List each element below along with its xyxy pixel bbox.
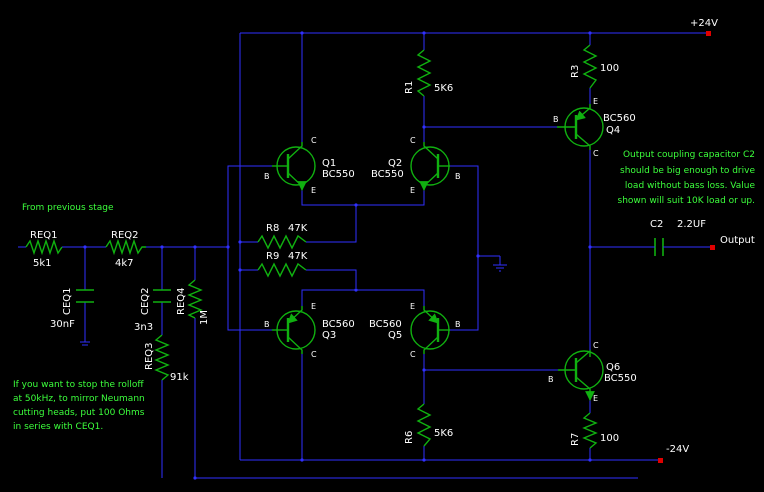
- resistor-value-req2: 4k7: [115, 258, 134, 269]
- pin-label-q3-emitter: E: [311, 302, 316, 311]
- capacitor-value-c2: 2.2UF: [677, 219, 706, 230]
- pin-label-q4-collector: C: [593, 149, 599, 158]
- resistor-r6: [416, 403, 432, 447]
- transistor-ref-q1: Q1: [322, 158, 336, 169]
- resistor-value-r9: 47K: [288, 251, 308, 262]
- pin-label-q6-base: B: [548, 375, 554, 384]
- resistor-r3: [582, 44, 598, 89]
- transistor-part-q2: BC550: [371, 169, 404, 180]
- resistor-r7: [582, 412, 598, 449]
- transistor-ref-q5: Q5: [388, 330, 402, 341]
- coupling-note-line-1: Output coupling capacitor C2: [623, 150, 755, 160]
- transistor-part-q4: BC560: [603, 113, 636, 124]
- transistor-q4: [557, 104, 604, 150]
- transistor-ref-q6: Q6: [606, 362, 620, 373]
- transistor-part-q5: BC560: [369, 319, 402, 330]
- resistor-r8: [257, 234, 307, 250]
- capacitor-ref-ceq1: CEQ1: [62, 287, 73, 315]
- pin-label-q4-emitter: E: [593, 97, 598, 106]
- pin-label-q3-collector: C: [311, 350, 317, 359]
- transistor-ref-q2: Q2: [388, 158, 402, 169]
- pin-label-q5-base: B: [455, 320, 461, 329]
- wiring: [18, 32, 712, 479]
- output-label: Output: [720, 235, 755, 246]
- resistor-value-req1: 5k1: [33, 258, 52, 269]
- resistor-r1: [416, 49, 432, 97]
- coupling-note-line-2: should be big enough to drive: [620, 166, 755, 176]
- pin-label-q5-collector: C: [410, 350, 416, 359]
- resistor-value-req4: 1M: [199, 310, 210, 325]
- resistor-req1: [25, 238, 63, 256]
- rolloff-note-line-1: If you want to stop the rolloff: [13, 380, 144, 390]
- pin-label-q2-collector: C: [410, 136, 416, 145]
- rolloff-note-line-3: cutting heads, put 100 Ohms: [13, 408, 145, 418]
- supply-node-positive: [706, 31, 711, 36]
- resistor-req2: [105, 238, 146, 256]
- coupling-note-line-4: shown will suit 10K load or up.: [618, 196, 756, 206]
- output-node: [710, 245, 715, 250]
- transistor-q1: [272, 142, 316, 191]
- resistor-ref-req4: REQ4: [176, 288, 187, 316]
- transistor-q6: [558, 349, 604, 401]
- pin-label-q6-emitter: E: [593, 394, 598, 403]
- resistor-req4: [187, 279, 203, 319]
- resistor-value-r7: 100: [600, 433, 619, 444]
- rolloff-note-line-4: in series with CEQ1.: [13, 422, 103, 432]
- capacitor-ref-c2: C2: [650, 219, 663, 230]
- pin-label-q1-emitter: E: [311, 186, 316, 195]
- pin-label-q2-emitter: E: [410, 186, 415, 195]
- transistor-q2: [410, 142, 450, 191]
- resistor-value-r6: 5K6: [434, 428, 453, 439]
- pin-label-q4-base: B: [553, 115, 559, 124]
- resistor-ref-req3: REQ3: [144, 343, 155, 371]
- resistor-r9: [257, 262, 307, 278]
- coupling-note-line-3: load without bass loss. Value: [625, 181, 756, 191]
- pin-label-q2-base: B: [455, 172, 461, 181]
- resistor-value-r1: 5K6: [434, 83, 453, 94]
- pin-label-q1-base: B: [264, 172, 270, 181]
- transistor-q3: [272, 306, 316, 354]
- pin-label-q3-base: B: [264, 320, 270, 329]
- ground-icon: [80, 341, 90, 346]
- transistor-ref-q4: Q4: [606, 125, 620, 136]
- resistor-ref-r6: R6: [404, 431, 415, 444]
- ground-icon: [493, 256, 507, 272]
- junction-dots: [83, 31, 592, 480]
- transistor-part-q1: BC550: [322, 169, 355, 180]
- resistor-value-r8: 47K: [288, 223, 308, 234]
- resistor-ref-r3: R3: [570, 65, 581, 78]
- resistor-ref-r9: R9: [266, 251, 279, 262]
- capacitor-ceq2: [153, 289, 171, 303]
- pin-label-q5-emitter: E: [410, 302, 415, 311]
- transistor-part-q3: BC560: [322, 319, 355, 330]
- resistor-ref-r8: R8: [266, 223, 279, 234]
- transistor-ref-q3: Q3: [322, 330, 336, 341]
- capacitor-c2: [654, 238, 664, 256]
- resistor-ref-req1: REQ1: [30, 230, 58, 241]
- from-previous-label: From previous stage: [22, 203, 114, 213]
- resistor-ref-r1: R1: [404, 81, 415, 94]
- capacitor-ceq1: [76, 289, 94, 303]
- capacitor-value-ceq2: 3n3: [134, 322, 153, 333]
- resistor-req3: [154, 334, 170, 381]
- supply-label-positive: +24V: [690, 18, 718, 29]
- pin-label-q1-collector: C: [311, 136, 317, 145]
- transistor-part-q6: BC550: [604, 373, 637, 384]
- capacitor-ref-ceq2: CEQ2: [140, 287, 151, 315]
- supply-label-negative: -24V: [666, 444, 689, 455]
- capacitor-value-ceq1: 30nF: [50, 319, 75, 330]
- pin-label-q6-collector: C: [593, 341, 599, 350]
- resistor-value-req3: 91k: [170, 372, 189, 383]
- transistor-q5: [410, 306, 450, 354]
- resistor-ref-r7: R7: [570, 433, 581, 446]
- resistor-ref-req2: REQ2: [111, 230, 139, 241]
- rolloff-note-line-2: at 50kHz, to mirror Neumann: [13, 394, 145, 404]
- supply-node-negative: [658, 458, 663, 463]
- resistor-value-r3: 100: [600, 63, 619, 74]
